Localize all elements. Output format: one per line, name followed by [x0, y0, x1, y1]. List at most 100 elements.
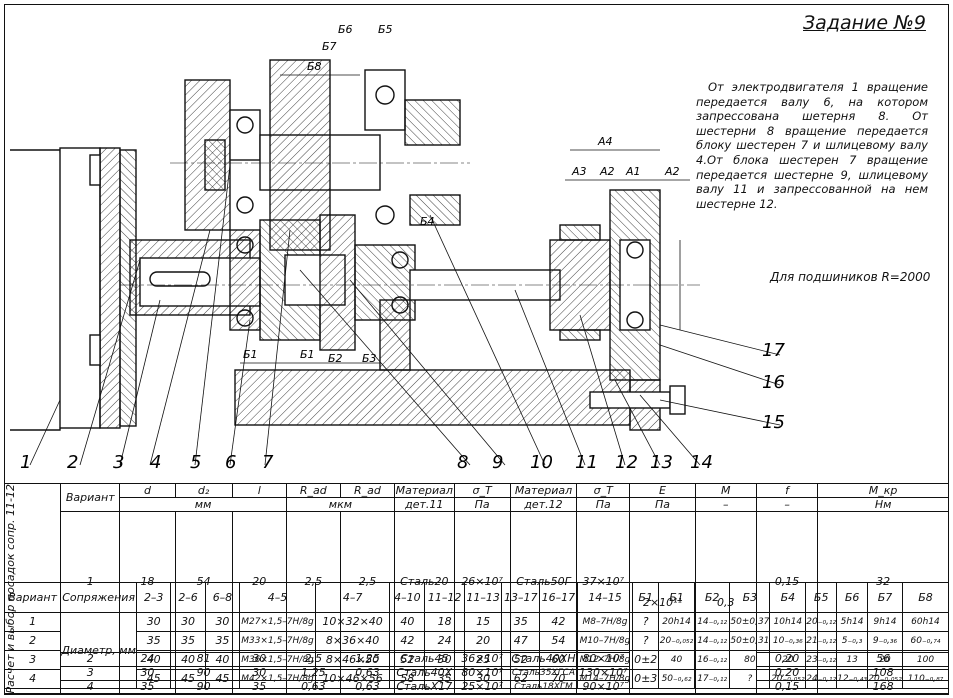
t2-h-18: Б5 [805, 582, 838, 613]
part-label-13: 13 [650, 452, 673, 473]
table-cell: 20 [463, 631, 503, 651]
table-cell: 10×46×56 [314, 669, 391, 689]
table-cell: 20₋₀,₀₅₂ [867, 669, 903, 689]
dim-b8: Б8 [307, 60, 322, 73]
bolt-15 [589, 391, 671, 409]
t1-u-dash1: – [694, 497, 757, 512]
table-cell: 12₋₀,₄₃ [836, 669, 869, 689]
part-label-16: 16 [762, 372, 785, 393]
table-cell: 20₋₀,₁₂ [805, 612, 838, 632]
table-cell: 1 [3, 612, 62, 632]
conjugation-label: Диаметр, мм [60, 612, 137, 689]
table-cell: 9h14 [867, 612, 903, 632]
table-cell: 10₋₀,₃₆ [769, 631, 807, 651]
table-cell: 30 [424, 650, 465, 670]
table-cell: 60 [539, 650, 578, 670]
table-cell: 52 [389, 650, 426, 670]
dim-a2b: A2 [664, 165, 680, 178]
assignment-title: Задание №9 [803, 12, 926, 34]
table-cell: 35 [204, 631, 241, 651]
dim-b5: Б5 [378, 23, 393, 36]
part-label-5: 5 [190, 452, 201, 473]
motor-body [10, 149, 65, 431]
table-cell: 21₋₀,₁₂ [805, 631, 838, 651]
part-label-1: 1 [20, 452, 31, 473]
motor-flange [59, 147, 101, 429]
table-cell: 30 [463, 669, 503, 689]
part-label-12: 12 [615, 452, 638, 473]
table-cell: M27×1,5–7H/8g [239, 612, 316, 632]
table-cell: 16₋₀,₁₂ [693, 650, 731, 670]
table-cell: 70 [539, 669, 578, 689]
table-cell: 24 [424, 631, 465, 651]
t1-u-mkm: мкм [285, 497, 396, 512]
conjugations-table: Вариант Сопряжения 2–3 2–6 6–8 4–5 4–7 4… [3, 582, 950, 689]
assignment-description: От электродвигателя 1 вращение передаетс… [696, 80, 928, 211]
table-cell: 30 [135, 612, 172, 632]
table-cell: 17₋₀,₁₂ [693, 669, 731, 689]
t2-h-15: Б2 [693, 582, 731, 613]
t2-h-21: Б8 [901, 582, 950, 613]
table-cell: 35 [501, 612, 541, 632]
dim-b7: Б7 [322, 40, 337, 53]
t2-h-20: Б7 [867, 582, 903, 613]
table-cell: 62 [501, 669, 541, 689]
table-cell: 2 [3, 631, 62, 651]
t1-h-m: M [694, 483, 757, 498]
table-cell: 35 [424, 669, 465, 689]
table-cell: M12–7H/8g [576, 650, 634, 670]
t1-h-mkr: M_кр [817, 483, 949, 498]
t1-u-pa3: Па [629, 497, 696, 512]
table-cell: 40 [135, 650, 172, 670]
t1-u-det12: дет.12 [509, 497, 578, 512]
dim-b1: Б1 [243, 348, 258, 361]
part-label-10: 10 [530, 452, 553, 473]
dim-b6: Б6 [338, 23, 353, 36]
table-cell: ? [729, 669, 771, 689]
part-label-14: 14 [690, 452, 713, 473]
table-cell: 10×32×40 [314, 612, 391, 632]
table-cell: 24₋₀,₁₂ [805, 669, 838, 689]
dim-a4: A4 [597, 135, 613, 148]
table-cell: 14₋₀,₁₂ [693, 631, 731, 651]
part-label-2: 2 [67, 452, 78, 473]
gear-9 [319, 214, 356, 351]
base-housing [234, 369, 631, 426]
table-cell: ? [632, 631, 660, 651]
table-cell: 45 [135, 669, 172, 689]
table-cell: 40 [204, 650, 241, 670]
dim-b2: Б2 [328, 352, 343, 365]
t2-h-2: 2–3 [135, 582, 172, 613]
table-cell: M42×1,5–7H/8g [239, 669, 316, 689]
table-cell: 47 [501, 631, 541, 651]
part-label-3: 3 [113, 452, 124, 473]
table-cell: 9₋₀,₃₆ [867, 631, 903, 651]
t1-h-sigma1: σ_T [453, 483, 511, 498]
t2-h-0: Вариант [3, 582, 62, 613]
table-cell: 20₋₀,₀₅₂ [769, 669, 807, 689]
table-cell: 20 [867, 650, 903, 670]
t2-h-19: Б6 [836, 582, 869, 613]
table-cell: 30 [204, 612, 241, 632]
table-cell: 58 [389, 669, 426, 689]
part-label-15: 15 [762, 412, 785, 433]
table-cell: 35 [170, 631, 206, 651]
table-cell: M33×1,5–7H/8g [239, 631, 316, 651]
table-cell: 20₋₀,₀₅₂ [658, 631, 695, 651]
t2-h-1: Сопряжения [60, 582, 137, 613]
t1-u-dash2: – [755, 497, 819, 512]
dim-a2: A2 [599, 165, 615, 178]
t2-h-3: 2–6 [170, 582, 206, 613]
table-cell: 80 [729, 650, 771, 670]
table-cell: 45 [204, 669, 241, 689]
t1-u-nm: Нм [817, 497, 949, 512]
t1-u-det11: дет.11 [394, 497, 455, 512]
table-cell: 4 [3, 669, 62, 689]
t2-h-8: 11–12 [424, 582, 465, 613]
table-cell: 50±0,37 [729, 612, 771, 632]
table-cell: 23₋₀,₁₂ [805, 650, 838, 670]
table-cell: 15 [463, 612, 503, 632]
